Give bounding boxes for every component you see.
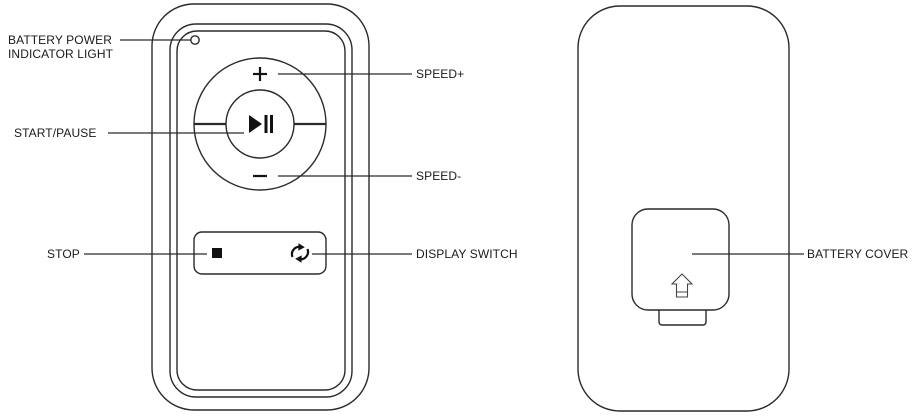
plus-icon[interactable] [253,67,267,81]
remote-front-panel-inner [176,30,346,391]
stop-icon[interactable] [212,248,222,258]
remote-front-panel [169,23,353,398]
battery-cover-label: BATTERY COVER [807,247,909,261]
battery-indicator-label-line1: BATTERY POWER [8,33,112,47]
display-switch-label: DISPLAY SWITCH [416,247,518,261]
remote-back-shell [577,5,790,412]
speed-down-label: SPEED- [416,169,462,183]
arrow-up-icon [670,273,694,298]
remote-back [577,5,790,412]
remote-front-outer-shell [151,3,370,411]
remote-front [151,3,370,411]
battery-indicator-label-line2: INDICATOR LIGHT [8,47,114,61]
stop-display-button-bar[interactable] [193,231,327,275]
refresh-icon[interactable] [290,243,310,263]
battery-cover[interactable] [631,208,730,311]
play-pause-icon [249,115,273,133]
speed-up-label: SPEED+ [416,67,465,81]
leader-lines [84,39,804,255]
battery-indicator-light [190,35,200,45]
start-pause-label: START/PAUSE [14,126,97,140]
stop-label: STOP [47,247,80,261]
